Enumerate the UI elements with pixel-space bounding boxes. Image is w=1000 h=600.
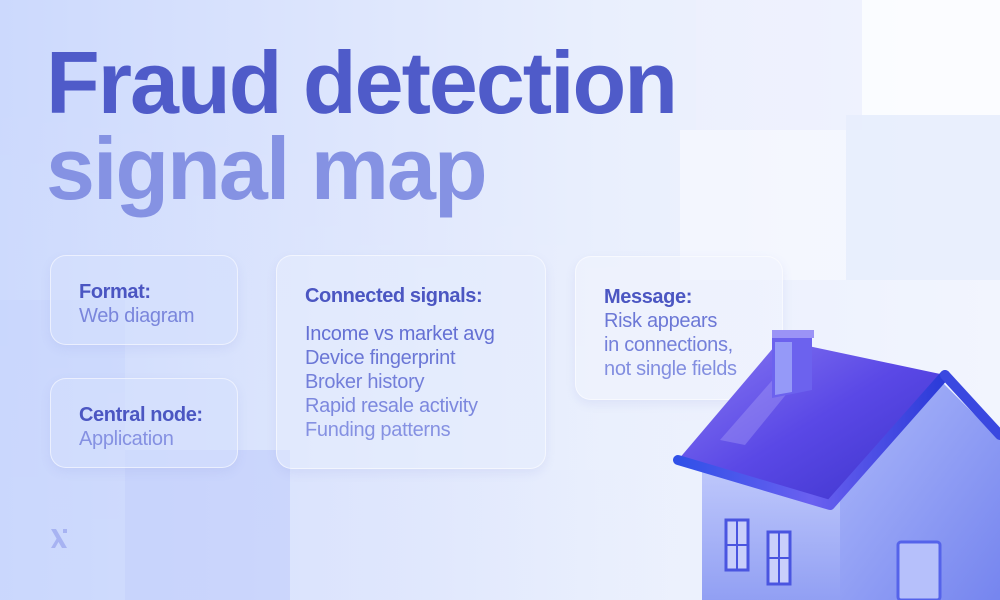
connected-signals-label: Connected signals: bbox=[305, 285, 483, 307]
message-line: Risk appears bbox=[604, 310, 718, 332]
page-title: Fraud detection signal map bbox=[46, 33, 678, 218]
format-value: Web diagram bbox=[79, 305, 195, 327]
signals-list: Income vs market avg Device fingerprint … bbox=[305, 322, 517, 442]
message-label: Message: bbox=[604, 286, 692, 308]
title-line-1: Fraud detection bbox=[46, 33, 678, 132]
signal-item: Funding patterns bbox=[305, 419, 451, 441]
x-logo-icon bbox=[51, 529, 67, 548]
background-tile bbox=[862, 0, 1000, 115]
central-node-card: Central node: Application bbox=[50, 378, 238, 468]
message-card: Message: Risk appears in connections, no… bbox=[575, 256, 783, 400]
signal-item: Rapid resale activity bbox=[305, 395, 478, 417]
background-tile bbox=[846, 115, 1000, 280]
central-node-label: Central node: bbox=[79, 404, 203, 426]
background-tile bbox=[125, 450, 290, 600]
connected-signals-card: Connected signals: Income vs market avg … bbox=[276, 255, 546, 469]
title-line-2: signal map bbox=[46, 119, 488, 218]
background-tile bbox=[696, 0, 862, 130]
signal-item: Device fingerprint bbox=[305, 347, 456, 369]
format-label: Format: bbox=[79, 281, 151, 303]
format-card: Format: Web diagram bbox=[50, 255, 238, 345]
message-line: in connections, bbox=[604, 334, 733, 356]
central-node-value: Application bbox=[79, 428, 174, 450]
background-tile bbox=[290, 470, 670, 600]
signal-item: Income vs market avg bbox=[305, 323, 495, 345]
background-tile bbox=[680, 130, 846, 280]
glass-house-icon bbox=[673, 330, 1000, 600]
message-line: not single fields bbox=[604, 358, 737, 380]
signal-item: Broker history bbox=[305, 371, 425, 393]
